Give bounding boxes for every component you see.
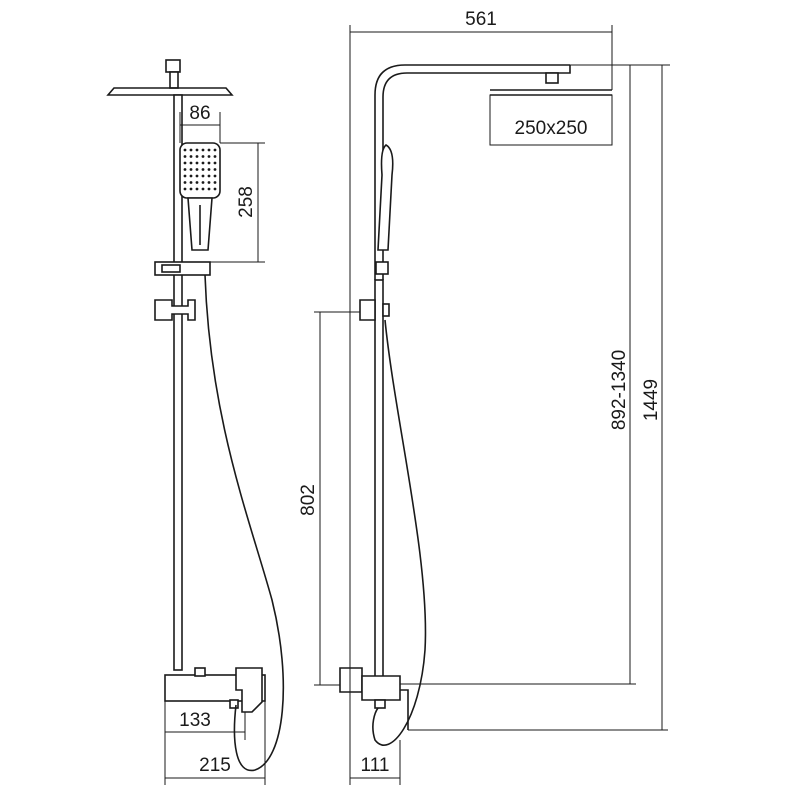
mixer-lever <box>235 667 263 713</box>
wall-bracket <box>154 299 196 321</box>
nozzle-hole <box>201 155 205 158</box>
nozzle-hole <box>195 168 199 171</box>
dim-bracket-height: 802 <box>298 484 319 516</box>
nozzle-hole <box>201 181 205 184</box>
nozzle-hole <box>201 187 205 191</box>
overhead-shower-plate <box>106 87 234 96</box>
nozzle-hole <box>189 174 193 178</box>
nozzle-hole <box>213 148 217 152</box>
nozzle-hole <box>201 168 205 171</box>
nozzle-hole <box>213 187 217 191</box>
nozzle-hole <box>213 181 217 184</box>
nozzle-hole <box>183 168 187 171</box>
dim-arm-reach: 561 <box>465 9 497 30</box>
nozzle-hole <box>183 155 187 158</box>
shower-hose <box>204 274 285 772</box>
shower-arm-outer <box>374 64 570 280</box>
nozzle-hole <box>207 161 211 165</box>
nozzle-hole <box>189 168 193 171</box>
nozzle-hole <box>213 155 217 158</box>
mixer-side <box>361 675 401 701</box>
nozzle-hole <box>183 181 187 184</box>
hose-side <box>372 319 427 746</box>
nozzle-hole <box>207 148 211 152</box>
dim-head-size: 250x250 <box>515 118 588 139</box>
nozzle-hole <box>207 155 211 158</box>
nozzle-hole <box>189 161 193 165</box>
nozzle-hole <box>207 187 211 191</box>
nozzle-hole <box>207 181 211 184</box>
nozzle-hole <box>183 187 187 191</box>
dim-wall-offset: 111 <box>361 755 390 776</box>
dim-total-height: 1449 <box>641 379 662 421</box>
front-view: 86 258 133 215 <box>106 59 285 785</box>
nozzle-hole <box>201 161 205 165</box>
bracket-side <box>359 299 376 321</box>
nozzle-hole <box>195 187 199 191</box>
nozzle-hole <box>189 187 193 191</box>
dim-handheld-width: 86 <box>189 103 210 124</box>
head-connector <box>165 59 181 73</box>
nozzle-hole <box>195 155 199 158</box>
head-connector-neck <box>169 71 179 89</box>
overhead-shower-side <box>490 89 612 96</box>
nozzle-hole <box>195 174 199 178</box>
nozzle-hole <box>207 174 211 178</box>
dim-mixer-width: 215 <box>199 755 231 776</box>
nozzle-hole <box>213 174 217 178</box>
nozzle-hole <box>201 174 205 178</box>
main-pipe-side <box>374 279 384 681</box>
nozzle-hole <box>189 155 193 158</box>
handheld-side <box>377 144 394 251</box>
nozzle-hole <box>207 168 211 171</box>
nozzle-hole <box>201 148 205 152</box>
wall-elbow <box>339 667 363 693</box>
dim-mixer-projection: 133 <box>179 710 211 731</box>
main-pipe <box>173 94 183 671</box>
handheld-shower <box>179 142 221 251</box>
nozzle-hole <box>195 181 199 184</box>
nozzle-hole <box>213 161 217 165</box>
side-view: 250x250 561 892-1340 1449 802 111 <box>298 9 670 785</box>
dim-adjustable-height: 892-1340 <box>609 350 630 430</box>
nozzle-hole <box>213 168 217 171</box>
nozzle-hole <box>195 148 199 152</box>
dim-handheld-length: 258 <box>236 186 257 218</box>
nozzle-hole <box>189 148 193 152</box>
nozzle-hole <box>183 148 187 152</box>
nozzle-hole <box>189 181 193 184</box>
nozzle-hole <box>183 161 187 165</box>
nozzle-hole <box>183 174 187 178</box>
nozzle-hole <box>195 161 199 165</box>
